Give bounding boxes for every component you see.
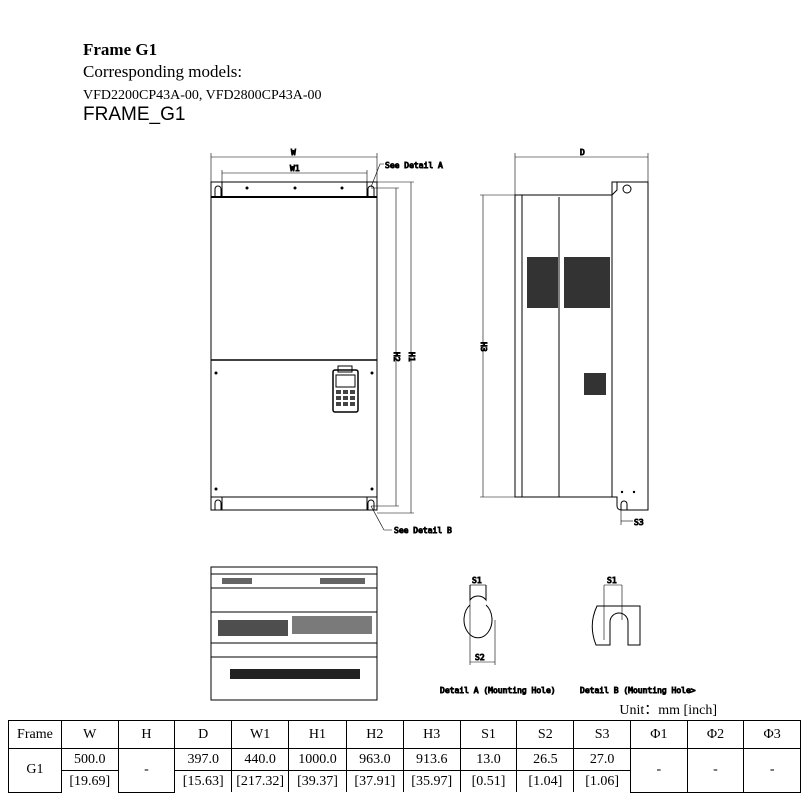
col-header: W: [60, 720, 119, 749]
frame-cell: G1: [8, 748, 62, 793]
s3-inch: [1.06]: [573, 770, 632, 792]
dimension-table: Frame W H D W1 H1 H2 H3 S1 S2 S3 Φ1 Φ2 Φ…: [8, 720, 801, 793]
h2-inch: [37.91]: [345, 770, 404, 792]
frame-title: Frame G1: [83, 40, 158, 59]
col-header: Φ2: [686, 720, 745, 749]
col-header: Φ3: [743, 720, 801, 749]
dim-d-label: D: [580, 148, 585, 157]
col-header: H2: [345, 720, 404, 749]
frame-drawing-label: FRAME_G1: [83, 104, 186, 125]
w1-mm: 440.0: [231, 748, 290, 771]
col-header: H1: [288, 720, 347, 749]
s2-inch: [1.04]: [516, 770, 575, 792]
dim-s1-a-label: S1: [472, 576, 482, 585]
dimension-drawing: W W1 H2 H1 See Detail A See Detail B D H…: [210, 148, 696, 701]
col-header: Φ1: [630, 720, 688, 749]
dim-h3-label: H3: [479, 342, 488, 352]
col-header: D: [174, 720, 233, 749]
unit-label: Unit：mm [inch]: [619, 703, 717, 718]
see-detail-a-label: See Detail A: [385, 161, 443, 170]
w1-inch: [217.32]: [231, 770, 290, 792]
phi3-value: -: [743, 748, 801, 793]
see-detail-b-label: See Detail B: [394, 526, 452, 535]
h3-mm: 913.6: [402, 748, 461, 771]
dim-w-label: W: [291, 148, 296, 157]
table-row: [19.69] [15.63] [217.32] [39.37] [37.91]…: [9, 770, 801, 792]
vent-grille: [527, 257, 610, 395]
table-row: G1 500.0 - 397.0 440.0 1000.0 963.0 913.…: [8, 748, 801, 793]
col-header: W1: [231, 720, 290, 749]
col-header: H3: [402, 720, 461, 749]
dim-s3-label: S3: [634, 518, 644, 527]
h1-inch: [39.37]: [288, 770, 347, 792]
detail-b-caption: Detail B (Mounting Hole>: [580, 686, 696, 695]
detail-a: [463, 584, 496, 665]
h2-mm: 963.0: [345, 748, 404, 771]
h1-mm: 1000.0: [288, 748, 347, 771]
col-header: S1: [459, 720, 518, 749]
col-header: Frame: [8, 720, 62, 749]
phi2-value: -: [686, 748, 745, 793]
s1-inch: [0.51]: [459, 770, 518, 792]
dim-h1-label: H1: [407, 352, 416, 362]
w-inch: [19.69]: [60, 770, 119, 792]
h3-inch: [35.97]: [402, 770, 461, 792]
front-view: [210, 153, 414, 531]
side-view: [480, 153, 649, 525]
bottom-view: [210, 566, 378, 701]
detail-a-caption: Detail A (Mounting Hole): [440, 686, 556, 695]
dim-h2-label: H2: [392, 352, 401, 362]
d-mm: 397.0: [174, 748, 233, 771]
dim-s1-b-label: S1: [607, 576, 617, 585]
dim-s2-label: S2: [475, 653, 485, 662]
col-header: S3: [573, 720, 632, 749]
col-header: H: [117, 720, 176, 749]
corresponding-models-label: Corresponding models:: [83, 62, 243, 81]
s3-mm: 27.0: [573, 748, 632, 771]
phi1-value: -: [630, 748, 688, 793]
col-header: S2: [516, 720, 575, 749]
table-header-row: Frame W H D W1 H1 H2 H3 S1 S2 S3 Φ1 Φ2 Φ…: [8, 720, 801, 749]
detail-b: [591, 584, 641, 646]
s1-mm: 13.0: [459, 748, 518, 771]
keypad-icon: [332, 365, 359, 413]
s2-mm: 26.5: [516, 748, 575, 771]
w-mm: 500.0: [60, 748, 119, 771]
h-value: -: [117, 748, 176, 793]
d-inch: [15.63]: [174, 770, 233, 792]
model-list: VFD2200CP43A-00, VFD2800CP43A-00: [83, 88, 322, 103]
dim-w1-label: W1: [290, 164, 300, 173]
